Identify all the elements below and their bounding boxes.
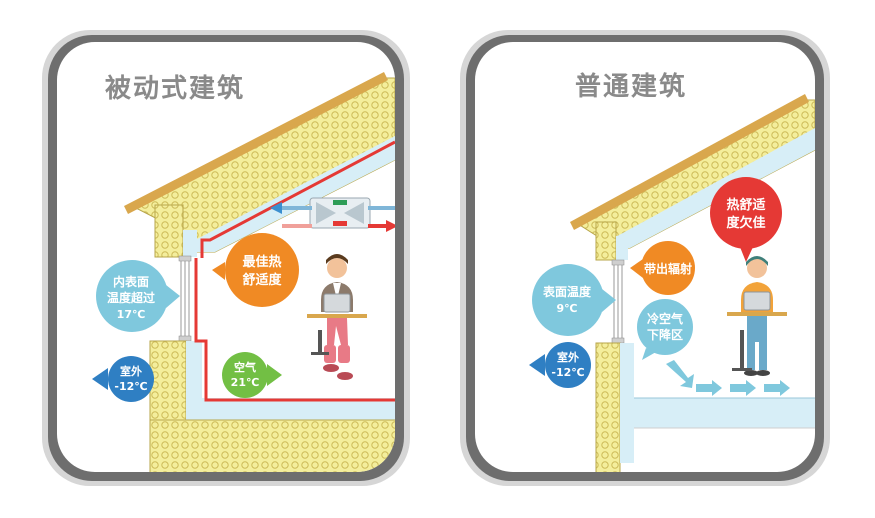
bubble-poor-comfort: 热舒适 度欠佳 [710,177,782,262]
right-wall-lower-inner [620,343,634,463]
outdoor-left-line1: 室外 [120,364,142,378]
right-wall-lower-insulation [595,342,621,472]
ventilation-unit [270,197,395,232]
bubble-best-comfort: 最佳热 舒适度 [212,233,299,307]
right-roof-edge [570,94,809,230]
outdoor-left-line2: -12℃ [114,380,147,393]
cold-air-arrows [666,360,790,396]
poor-comfort-line2: 度欠佳 [726,215,765,231]
air-line2: 21℃ [231,376,260,389]
outdoor-right-line2: -12℃ [551,366,584,379]
bubble-air: 空气 21℃ [222,352,282,398]
bubble-inner-surface: 内表面 温度超过 17℃ [96,260,180,332]
person-uncomfortable [727,256,787,376]
right-wall-upper-inner [616,236,628,260]
left-floor-inner [186,398,395,420]
outdoor-right-line1: 室外 [557,350,579,364]
bubble-radiation: 带出辐射 [630,241,695,295]
cold-air-line2: 下降区 [647,327,683,342]
inner-surface-line2: 温度超过 [107,290,155,305]
radiation-label: 带出辐射 [644,261,692,276]
best-comfort-line1: 最佳热 [242,254,281,270]
air-line1: 空气 [234,360,256,374]
best-comfort-line2: 舒适度 [242,272,282,288]
left-floor-insulation [149,419,395,472]
bubble-outdoor-left: 室外 -12℃ [92,356,154,402]
left-panel: 被动式建筑 最佳热 舒适度 内表面 温度超过 17℃ 室外 -12℃ 空气 [42,30,410,486]
right-title: 普通建筑 [575,71,687,102]
left-wall-upper-insulation [154,204,184,258]
left-title: 被动式建筑 [105,73,245,104]
person-comfortable [307,254,367,380]
poor-comfort-line1: 热舒适 [726,197,765,213]
inner-surface-line1: 内表面 [113,274,149,289]
bubble-cold-air: 冷空气 下降区 [637,299,693,360]
bubble-outdoor-right: 室外 -12℃ [529,342,591,388]
surface-temp-line2: 9℃ [557,302,578,315]
left-airtight-line-floor [194,258,395,402]
right-panel: 普通建筑 热舒适 度欠佳 带出辐射 表面温度 9℃ 冷空气 下降区 [460,30,830,486]
right-roof-inner-layer [610,128,815,248]
right-floor-inner [634,398,815,428]
left-airtight-line-roof [200,140,395,258]
bubble-surface-temp: 表面温度 9℃ [532,264,616,336]
inner-surface-line3: 17℃ [117,308,146,321]
left-wall-upper-inner [183,230,197,257]
right-wall-upper-insulation [595,221,617,261]
surface-temp-line1: 表面温度 [542,284,592,299]
cold-air-line1: 冷空气 [647,311,683,326]
left-wall-lower-inner [186,341,202,411]
left-roof-edge [124,72,388,214]
